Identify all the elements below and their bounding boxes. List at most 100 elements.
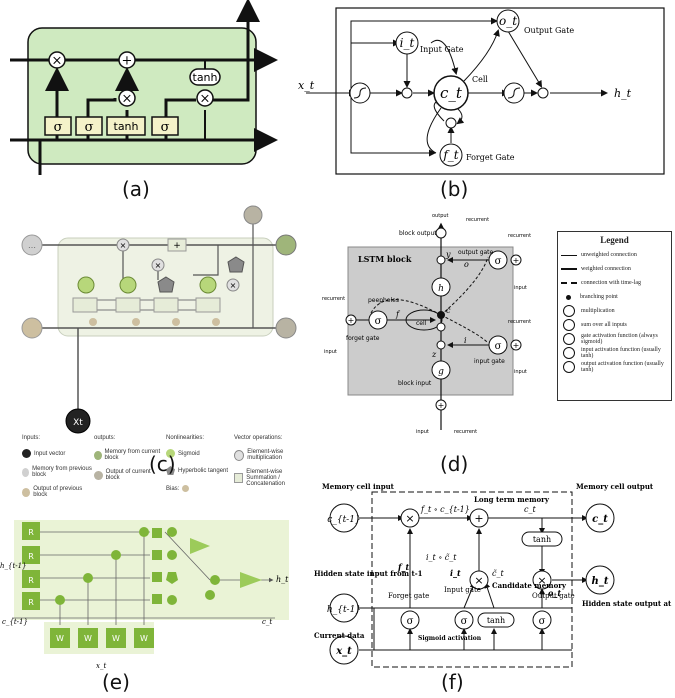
e-bias-3 bbox=[152, 572, 162, 582]
lstm-cell-box bbox=[27, 27, 257, 165]
d-output-sum bbox=[435, 227, 447, 239]
d-label-recurrent-4: recurrent bbox=[508, 319, 531, 325]
e-sum-1 bbox=[55, 595, 65, 605]
c-sum-3 bbox=[153, 297, 179, 313]
caption-d: (d) bbox=[440, 452, 469, 476]
d-sym-z: z bbox=[431, 350, 437, 359]
mult-op-3: × bbox=[196, 89, 214, 107]
legend-nonlin-header: Nonlinearities: bbox=[166, 435, 205, 441]
lstm-area-e bbox=[14, 520, 289, 620]
f-hidden-output-label: Hidden state output at t bbox=[582, 599, 672, 608]
svg-text:σ: σ bbox=[539, 616, 546, 627]
c-output-out bbox=[275, 317, 297, 339]
svg-text:σ: σ bbox=[407, 616, 414, 627]
f-ct-label-top: c_t bbox=[524, 505, 536, 514]
svg-text:h_t: h_t bbox=[592, 576, 609, 587]
memory-prev-icon bbox=[22, 467, 30, 477]
f-mem-output-label: Memory cell output bbox=[576, 482, 654, 491]
e-w-block-3: W bbox=[106, 628, 126, 648]
f-output-sigma: σ bbox=[532, 610, 552, 630]
f-ht-node: h_t bbox=[585, 565, 615, 595]
legend-col-outputs: outputs: Memory from current block Outpu… bbox=[94, 435, 164, 481]
legend-col-vecops: Vector operations: Element-wise multipli… bbox=[234, 435, 314, 487]
output-ht-label: h_t bbox=[614, 87, 632, 100]
input-gate-node: i_t bbox=[395, 31, 419, 55]
legend-row: sum over all inputs bbox=[561, 319, 668, 331]
sum-icon bbox=[234, 473, 244, 483]
legend-bias: Bias: bbox=[166, 485, 236, 492]
svg-text:tanh: tanh bbox=[533, 535, 551, 544]
svg-text:tanh: tanh bbox=[114, 120, 139, 133]
d-label-input-2: input bbox=[324, 349, 337, 355]
svg-text:R: R bbox=[28, 552, 34, 561]
legend-row: gate activation function (always sigmoid… bbox=[561, 333, 668, 345]
input-squash-node bbox=[349, 82, 371, 104]
panel-b-diagram: i_t Input Gate c_t Cell f_t Forget Gate … bbox=[298, 7, 665, 175]
d-g-node: g bbox=[431, 360, 451, 380]
svg-text:+: + bbox=[513, 256, 520, 265]
svg-text:×: × bbox=[405, 512, 414, 525]
svg-text:f_t: f_t bbox=[442, 148, 458, 162]
svg-text:+: + bbox=[173, 241, 181, 251]
legend-row: connection with time-lag bbox=[561, 277, 668, 289]
output-current-icon bbox=[94, 470, 103, 480]
d-sym-i: i bbox=[464, 336, 467, 345]
d-input-gate-sigma: σ bbox=[488, 335, 508, 355]
svg-text:h: h bbox=[438, 284, 444, 294]
sigmoid-icon bbox=[166, 449, 175, 458]
svg-text:×: × bbox=[52, 54, 63, 69]
c-output-prev bbox=[21, 317, 43, 339]
legend-elementwise-sum: Element-wise Summation / Concatenation bbox=[234, 469, 314, 487]
f-xt-node: x_t bbox=[329, 635, 359, 665]
d-label-peepholes: peepholes bbox=[368, 297, 399, 304]
f-input-gate-label: Input gate bbox=[444, 586, 481, 594]
output-gate-label: Output Gate bbox=[524, 26, 574, 35]
f-ft-label: f_t bbox=[397, 562, 409, 572]
f-sigmoid-act-label: Sigmoid activation bbox=[418, 635, 482, 642]
legend-vecops-header: Vector operations: bbox=[234, 435, 283, 441]
output-mult-node bbox=[537, 87, 549, 99]
c-sigmoid-3 bbox=[199, 276, 217, 294]
e-r-block-4: R bbox=[22, 592, 40, 610]
svg-text:×: × bbox=[230, 281, 237, 290]
legend-row: unweighted connection bbox=[561, 249, 668, 261]
legend-row: output activation function (usually tanh… bbox=[561, 361, 668, 373]
legend-row: multiplication bbox=[561, 305, 668, 317]
d-input-gate-sum: + bbox=[510, 339, 522, 351]
e-xt-label: x_t bbox=[96, 662, 106, 670]
e-mult-1 bbox=[210, 575, 220, 585]
legend-memory-current: Memory from current block bbox=[94, 449, 164, 461]
f-ct-node: c_t bbox=[585, 503, 615, 533]
svg-text:W: W bbox=[84, 634, 92, 643]
line-dashed-icon bbox=[561, 282, 577, 284]
e-sum-2 bbox=[83, 573, 93, 583]
legend-row-label: weighted connection bbox=[581, 266, 631, 272]
e-r-block-3: R bbox=[22, 570, 40, 588]
legend-row-label: branching point bbox=[580, 294, 618, 300]
legend-output-prev: Output of previous block bbox=[22, 486, 92, 498]
f-output-gate-label: Output gate bbox=[532, 592, 575, 600]
d-label-recurrent-1: recurrent bbox=[466, 217, 489, 223]
d-sym-y: y bbox=[445, 250, 451, 259]
c-mult-2: × bbox=[151, 258, 165, 272]
d-h-node: h bbox=[431, 277, 451, 297]
d-label-block-input: block input bbox=[398, 380, 432, 387]
e-w-block-4: W bbox=[134, 628, 154, 648]
f-mem-input-label: Memory cell input bbox=[322, 482, 395, 491]
bias-icon bbox=[182, 485, 190, 492]
legend-row-label: output activation function (usually tanh… bbox=[581, 361, 664, 373]
svg-text:σ: σ bbox=[161, 120, 170, 135]
legend-output-current: Output of current block bbox=[94, 469, 164, 481]
e-bias-2 bbox=[152, 550, 162, 560]
d-label-input-gate: input gate bbox=[474, 358, 505, 365]
c-bias-4 bbox=[212, 318, 220, 326]
f-candidate-label: Candidate memory bbox=[492, 581, 567, 590]
d-label-cell: cell bbox=[416, 320, 427, 327]
cell-label: Cell bbox=[472, 75, 488, 84]
add-op: + bbox=[118, 51, 136, 69]
output-act-icon bbox=[563, 361, 575, 373]
legend-memory-prev: Memory from previous block bbox=[22, 466, 92, 478]
svg-text:c_t: c_t bbox=[592, 514, 608, 525]
output-gate-node: o_t bbox=[496, 9, 520, 33]
